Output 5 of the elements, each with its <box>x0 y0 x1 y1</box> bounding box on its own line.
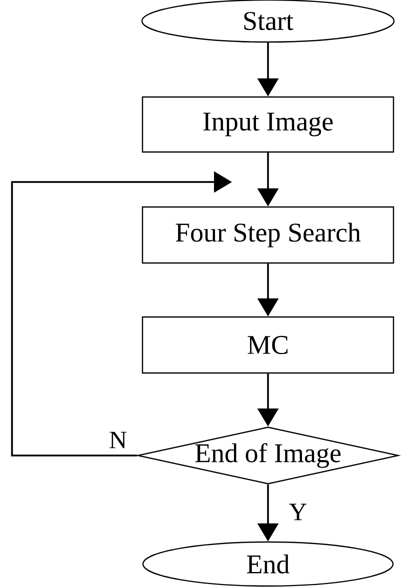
edge-label: N <box>110 432 126 448</box>
process-box: Four Step Search <box>142 206 394 264</box>
edge-label: Y <box>289 504 306 520</box>
process-box: Input Image <box>142 96 394 153</box>
process-box: MC <box>142 316 394 374</box>
